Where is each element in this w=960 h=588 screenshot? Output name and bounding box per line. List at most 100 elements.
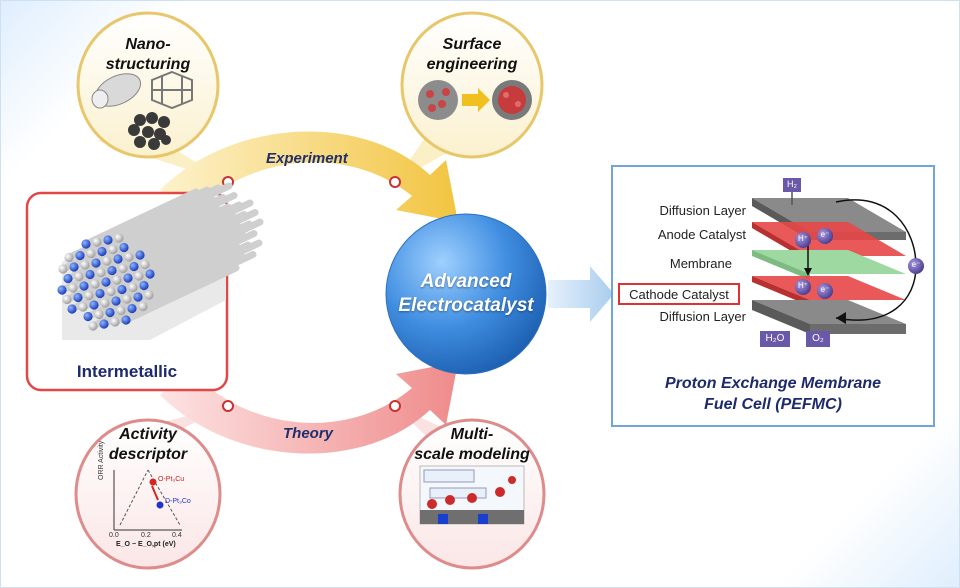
core-circle (385, 213, 547, 375)
atom-blue (79, 281, 89, 291)
atom-blue (63, 273, 73, 284)
o2-label: O₂ (812, 333, 824, 344)
h2o-box (760, 331, 790, 347)
label-anode: Anode Catalyst (657, 227, 746, 242)
eminus-circuit-label: e⁻ (911, 260, 921, 269)
multiscale-image (419, 465, 525, 525)
atom-blue (67, 304, 77, 314)
multiscale-title: Multi- scale modeling (410, 425, 534, 465)
atom-blue (91, 258, 101, 268)
atom-white (92, 237, 102, 247)
atom-blue (117, 284, 127, 295)
eminus-circuit-icon (908, 258, 924, 274)
atom-white (144, 290, 154, 300)
atom-blue (75, 250, 85, 261)
fuel-cell-stack (752, 198, 906, 334)
surface-title: Surface engineering (417, 35, 527, 75)
node-surface (389, 176, 401, 188)
activity-tick-2: 0.4 (172, 532, 182, 539)
atom-blue (57, 285, 67, 295)
atom-blue (123, 273, 133, 283)
atom-white (134, 271, 144, 281)
proton-arrowhead (804, 268, 812, 276)
atom-white (128, 282, 138, 293)
atom-white (110, 317, 120, 327)
atom-white (78, 302, 88, 312)
label-diffusion-bottom: Diffusion Layer (659, 309, 746, 324)
atom-white (96, 267, 106, 278)
atom-blue (105, 307, 115, 318)
eminus-top-label: e⁻ (820, 230, 830, 239)
atom-blue (83, 311, 93, 322)
h2o-label: H₂O (765, 333, 785, 344)
surface-line1: Surface (442, 36, 502, 53)
label-membrane: Membrane (669, 256, 732, 271)
atom-white (116, 305, 126, 316)
activity-line2: descriptor (108, 446, 188, 463)
atom-white (114, 233, 124, 243)
nanoframe-icon (151, 70, 193, 110)
atom-blue (103, 235, 113, 245)
atom-white (102, 256, 112, 266)
experiment-arrow (160, 131, 458, 222)
core-line1: Advanced (420, 271, 512, 292)
node-multiscale (389, 400, 401, 412)
atom-white (138, 301, 148, 312)
atom-white (140, 259, 150, 270)
fuel-cell-title-line1: Proton Exchange Membrane (664, 375, 882, 392)
atom-blue (107, 265, 117, 276)
atom-white (122, 294, 132, 304)
atom-blue (95, 288, 105, 299)
atom-white (64, 252, 74, 263)
surface-line2: engineering (426, 56, 518, 73)
atom-blue (97, 246, 107, 257)
pt3cu-label: O-Pt₃Cu (158, 476, 185, 483)
label-cathode: Cathode Catalyst (629, 287, 729, 302)
atom-blue (101, 277, 111, 287)
activity-line1: Activity (119, 426, 177, 443)
nano-title: Nano- structuring (98, 35, 198, 75)
nano-bubble (76, 11, 220, 159)
multiscale-line2: scale modeling (414, 446, 530, 463)
atom-blue (73, 292, 83, 303)
atom-white (100, 298, 110, 308)
atom-white (108, 244, 118, 255)
atom-white (62, 294, 72, 305)
atom-blue (81, 239, 91, 249)
hplus-top-icon (795, 232, 811, 248)
atom-blue (89, 300, 99, 310)
nanoporous-icon (128, 112, 171, 150)
theory-arrow (160, 362, 458, 454)
core-line2: Electrocatalyst (398, 295, 534, 316)
intermetallic-label: Intermetallic (76, 362, 178, 381)
activity-xlabel: E_O − E_O,pt (eV) (116, 541, 176, 548)
nanowire-icon (91, 73, 142, 109)
eminus-bottom-icon (817, 283, 833, 299)
fuel-cell-title: Proton Exchange Membrane Fuel Cell (PEFM… (612, 373, 934, 415)
hplus-bottom-icon (795, 279, 811, 295)
atom-blue (113, 254, 123, 264)
activity-ylabel: ORR Activity (98, 440, 105, 480)
atom-white (88, 321, 98, 331)
atom-white (118, 263, 128, 274)
atom-white (124, 252, 134, 262)
atom-blue (99, 319, 109, 329)
activity-bubble (74, 418, 222, 570)
nanowire-rod (122, 264, 240, 324)
atom-white (80, 260, 90, 270)
core-shell-after-icon (492, 80, 532, 120)
eminus-bottom-label: e⁻ (820, 285, 830, 294)
nano-line2: structuring (105, 56, 191, 73)
pt3co-label: D-Pt₃Co (165, 498, 191, 505)
atom-blue (135, 250, 145, 260)
atom-blue (69, 262, 79, 272)
core-shell-before-icon (418, 80, 458, 120)
intermetallic-structure-icon (57, 182, 264, 340)
theory-label: Theory (283, 425, 334, 442)
atom-white (84, 290, 94, 301)
label-diffusion-top: Diffusion Layer (659, 203, 746, 218)
node-activity (222, 400, 234, 412)
atom-blue (139, 280, 149, 291)
atom-white (112, 275, 122, 285)
